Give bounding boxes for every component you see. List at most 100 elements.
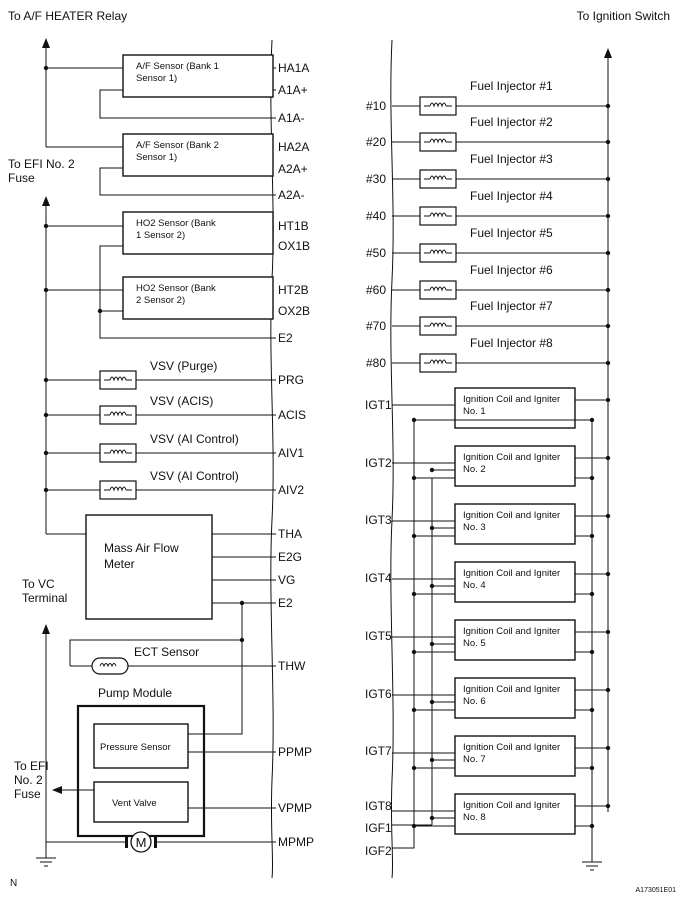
vsv-acis-label: VSV (ACIS): [150, 394, 213, 408]
efi-bottom-note-3: Fuse: [14, 787, 41, 801]
ect-sensor: ECT Sensor: [70, 645, 276, 675]
ect-sensor-label: ECT Sensor: [134, 645, 199, 659]
injector-coil-icon: [419, 206, 457, 226]
pump-module: Pump Module Pressure Sensor Vent Valve T…: [14, 640, 276, 867]
ho2-sensor-bank2: HO2 Sensor (Bank 2 Sensor 2): [97, 276, 276, 339]
ecm-pin-label: A2A-: [278, 188, 305, 202]
ignition-pin-label: IGT1: [365, 398, 392, 412]
injector-coil-icon: [419, 280, 457, 300]
ignition-pin-label: IGT7: [365, 744, 392, 758]
vc-note-2: Terminal: [22, 591, 67, 605]
ignition-pin-label: IGT6: [365, 687, 392, 701]
ecm-pin-label: A2A+: [278, 162, 308, 176]
ignition-switch-rail: [604, 48, 612, 812]
injector-label: Fuel Injector #5: [470, 226, 553, 240]
ignition-pin-label: IGT4: [365, 571, 392, 585]
ecm-pin-label: HA1A: [278, 61, 309, 75]
injector-label: Fuel Injector #8: [470, 336, 553, 350]
vc-note-1: To VC: [22, 577, 55, 591]
ignition-pin-label: IGT8: [365, 799, 392, 813]
ho2-label-1: HO2 Sensor (Bank: [136, 283, 216, 294]
ho1-label-1: HO2 Sensor (Bank: [136, 218, 216, 229]
injector-coil-icon: [419, 169, 457, 189]
pressure-sensor-label: Pressure Sensor: [100, 742, 171, 753]
ignition-pin-label: IGT2: [365, 456, 392, 470]
ignition-coil-label: Ignition Coil and Igniter: [463, 568, 560, 579]
injector-label: Fuel Injector #3: [470, 152, 553, 166]
efi-bottom-note-1: To EFI: [14, 759, 49, 773]
injector-pin-label: #20: [366, 135, 386, 149]
ignition-coil-label: Ignition Coil and Igniter: [463, 684, 560, 695]
mass-air-flow-meter: Mass Air Flow Meter To VC Terminal: [22, 514, 276, 620]
ignition-coil-number: No. 1: [463, 406, 486, 417]
ecm-body: [270, 39, 394, 879]
ignition-pin-label: IGF2: [365, 844, 392, 858]
ecm-pin-label: E2: [278, 596, 293, 610]
arrow-left-icon: [52, 786, 62, 794]
ignition-coil-label: Ignition Coil and Igniter: [463, 452, 560, 463]
motor-symbol: M: [136, 835, 147, 850]
ignition-coil-number: No. 7: [463, 754, 486, 765]
ignition-coil-number: No. 5: [463, 638, 486, 649]
pump-module-label: Pump Module: [98, 686, 172, 700]
maf-label-1: Mass Air Flow: [104, 541, 179, 555]
injector-pin-label: #30: [366, 172, 386, 186]
ecm-pin-label: ACIS: [278, 408, 306, 422]
ignition-coil-label: Ignition Coil and Igniter: [463, 800, 560, 811]
injector-coil-icon: [419, 353, 457, 373]
ecm-pin-label: OX1B: [278, 239, 310, 253]
fuel-injector-6: #60 Fuel Injector #6: [366, 263, 611, 300]
vsv-ai-control-2: VSV (AI Control): [46, 469, 276, 500]
injector-label: Fuel Injector #7: [470, 299, 553, 313]
injector-label: Fuel Injector #6: [470, 263, 553, 277]
maf-label-2: Meter: [104, 557, 135, 571]
vc-rail: [42, 603, 245, 850]
fuel-injector-3: #30 Fuel Injector #3: [366, 152, 611, 189]
figure-code: A173051E01: [636, 887, 677, 894]
af1-label-1: A/F Sensor (Bank 1: [136, 61, 219, 72]
arrow-up-icon: [42, 38, 50, 48]
ecm-pin-label: PRG: [278, 373, 304, 387]
ignition-pin-label: IGT3: [365, 513, 392, 527]
ignition-coil-number: No. 8: [463, 812, 486, 823]
af1-label-2: Sensor 1): [136, 73, 177, 84]
injector-pin-label: #70: [366, 319, 386, 333]
injector-pin-label: #60: [366, 283, 386, 297]
fuel-injector-7: #70 Fuel Injector #7: [366, 299, 611, 336]
arrow-up-icon: [604, 48, 612, 58]
ignition-coil-label: Ignition Coil and Igniter: [463, 510, 560, 521]
af2-label-1: A/F Sensor (Bank 2: [136, 140, 219, 151]
caption-ignition-switch: To Ignition Switch: [577, 9, 670, 23]
efi-fuse-rail: To EFI No. 2 Fuse: [8, 157, 123, 535]
ignition-pin-label: IGF1: [365, 821, 392, 835]
left-pin-labels: HA1AA1A+A1A-HA2AA2A+A2A-HT1BOX1BHT2BOX2B…: [278, 61, 314, 849]
ecm-pin-label: PPMP: [278, 745, 312, 759]
corner-mark-left: N: [10, 878, 17, 889]
ignition-coil-number: No. 6: [463, 696, 486, 707]
ecm-pin-label: VG: [278, 573, 295, 587]
injector-coil-icon: [419, 316, 457, 336]
injector-coil-icon: [419, 132, 457, 152]
ecm-pin-label: AIV1: [278, 446, 304, 460]
ecm-pin-label: THW: [278, 659, 306, 673]
ecm-pin-label: AIV2: [278, 483, 304, 497]
ecm-pin-label: OX2B: [278, 304, 310, 318]
ho1-label-2: 1 Sensor 2): [136, 230, 185, 241]
ecm-pin-label: MPMP: [278, 835, 314, 849]
ecm-pin-label: E2G: [278, 550, 302, 564]
efi-fuse-note-2: Fuse: [8, 171, 35, 185]
injector-label: Fuel Injector #1: [470, 79, 553, 93]
ignition-coil-number: No. 3: [463, 522, 486, 533]
af2-label-2: Sensor 1): [136, 152, 177, 163]
